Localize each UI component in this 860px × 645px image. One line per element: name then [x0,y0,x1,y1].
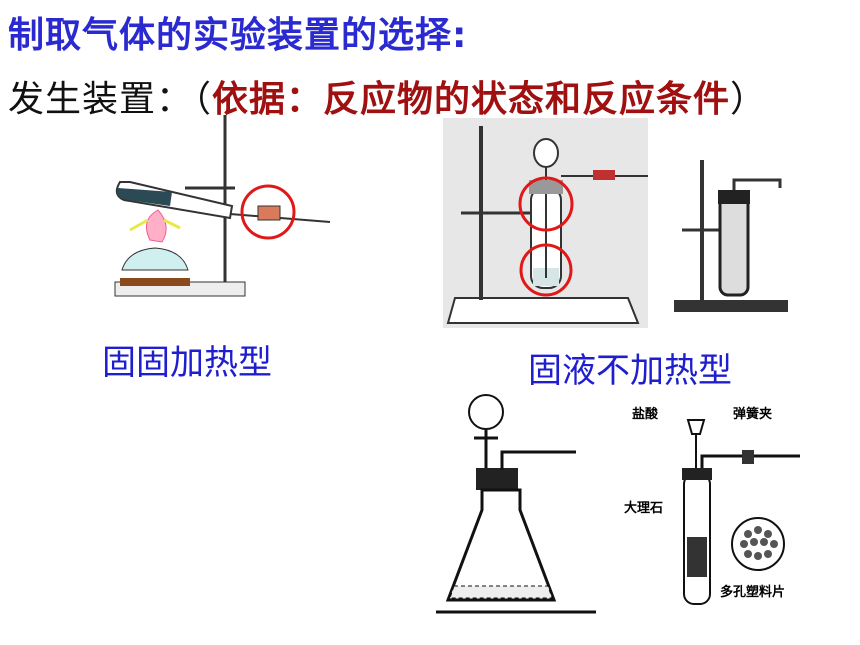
spring-clip [742,450,754,464]
stopper [718,190,750,204]
test-tube [718,193,750,297]
stand-base [674,300,788,312]
delivery-tube [700,454,800,468]
caption-solid-liquid: 固液不加热型 [528,351,732,391]
stopper [682,468,712,480]
stopper [476,468,518,490]
liquid [449,585,553,599]
porous-plate-apparatus: 盐酸 弹簧夹 大理石 多孔塑料片 [624,406,800,605]
stopper [529,180,563,194]
rubber-tube [593,170,615,180]
highlight-circle-stopper [518,176,574,232]
porous-plate-holes [740,526,778,560]
stand-photo-apparatus [672,150,790,320]
subtitle-prefix: 发生装置： [8,79,194,120]
stand-base [446,297,640,324]
porous-plate-detail [731,517,785,571]
stopper [257,205,281,221]
highlight-circle-bottom [519,243,573,297]
burner-lamp [121,247,189,271]
funnel-bulb [533,138,559,168]
funnel-bulb [468,394,504,430]
flame [145,209,167,243]
test-tube-apparatus [443,118,648,328]
highlight-circle-stopper [240,184,296,240]
conical-flask-apparatus [436,394,596,614]
paren-open: （ [193,79,213,120]
basis-text: 依据：反应物的状态和反应条件 [212,79,731,120]
subtitle: 发生装置：（依据：反应物的状态和反应条件） [8,70,767,122]
paren-close: ） [730,79,768,120]
label-marble: 大理石 [624,500,663,516]
heat-rays [129,218,181,232]
page-title: 制取气体的实验装置的选择: [8,15,468,56]
tube-contents [117,188,172,206]
caption-solid-heating: 固固加热型 [102,343,272,383]
delivery-tube [500,450,576,470]
flask-body [445,488,557,602]
funnel-top [686,419,706,435]
marble-pieces [687,537,707,577]
solid-heating-apparatus [114,115,331,297]
label-hydrochloric-acid: 盐酸 [632,406,659,422]
label-porous-plate: 多孔塑料片 [720,584,785,600]
label-spring-clip: 弹簧夹 [733,406,772,422]
delivery-tube [732,178,782,190]
burner-platform [120,278,190,286]
